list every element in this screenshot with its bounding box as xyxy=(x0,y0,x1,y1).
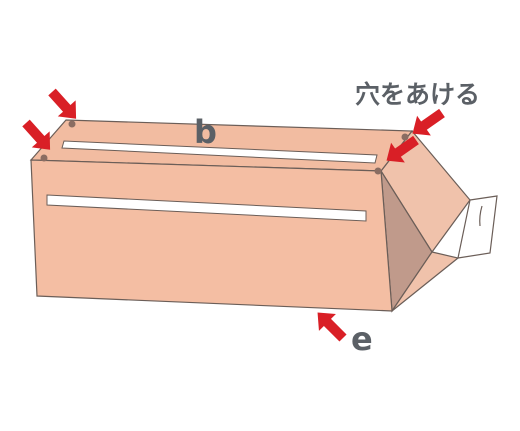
hole-icon-top-right-back xyxy=(401,133,409,141)
tab-paper xyxy=(457,195,498,259)
arrow-icon-right-upper xyxy=(412,108,445,136)
label-make-holes: 穴をあける xyxy=(355,80,480,109)
top-slot xyxy=(61,140,378,164)
side-tab xyxy=(457,195,498,259)
box-front-face xyxy=(30,159,393,312)
label-b: b xyxy=(194,113,217,151)
box-right-bottom-wedge xyxy=(391,251,460,312)
hole-icon-top-left-front xyxy=(40,154,48,162)
arrow-icon-right-lower xyxy=(386,135,419,163)
arrow-icon-bottom xyxy=(317,312,347,342)
label-e: e xyxy=(351,320,373,358)
hole-icon-top-left-back xyxy=(68,120,76,128)
arrow-icon-left-upper xyxy=(48,88,77,119)
arrow-icons xyxy=(22,88,445,342)
front-slot xyxy=(46,194,367,222)
hole-icon-top-right-front xyxy=(374,167,382,175)
arrow-icon-left-lower xyxy=(22,119,51,150)
tab-curl-mark xyxy=(479,205,483,227)
